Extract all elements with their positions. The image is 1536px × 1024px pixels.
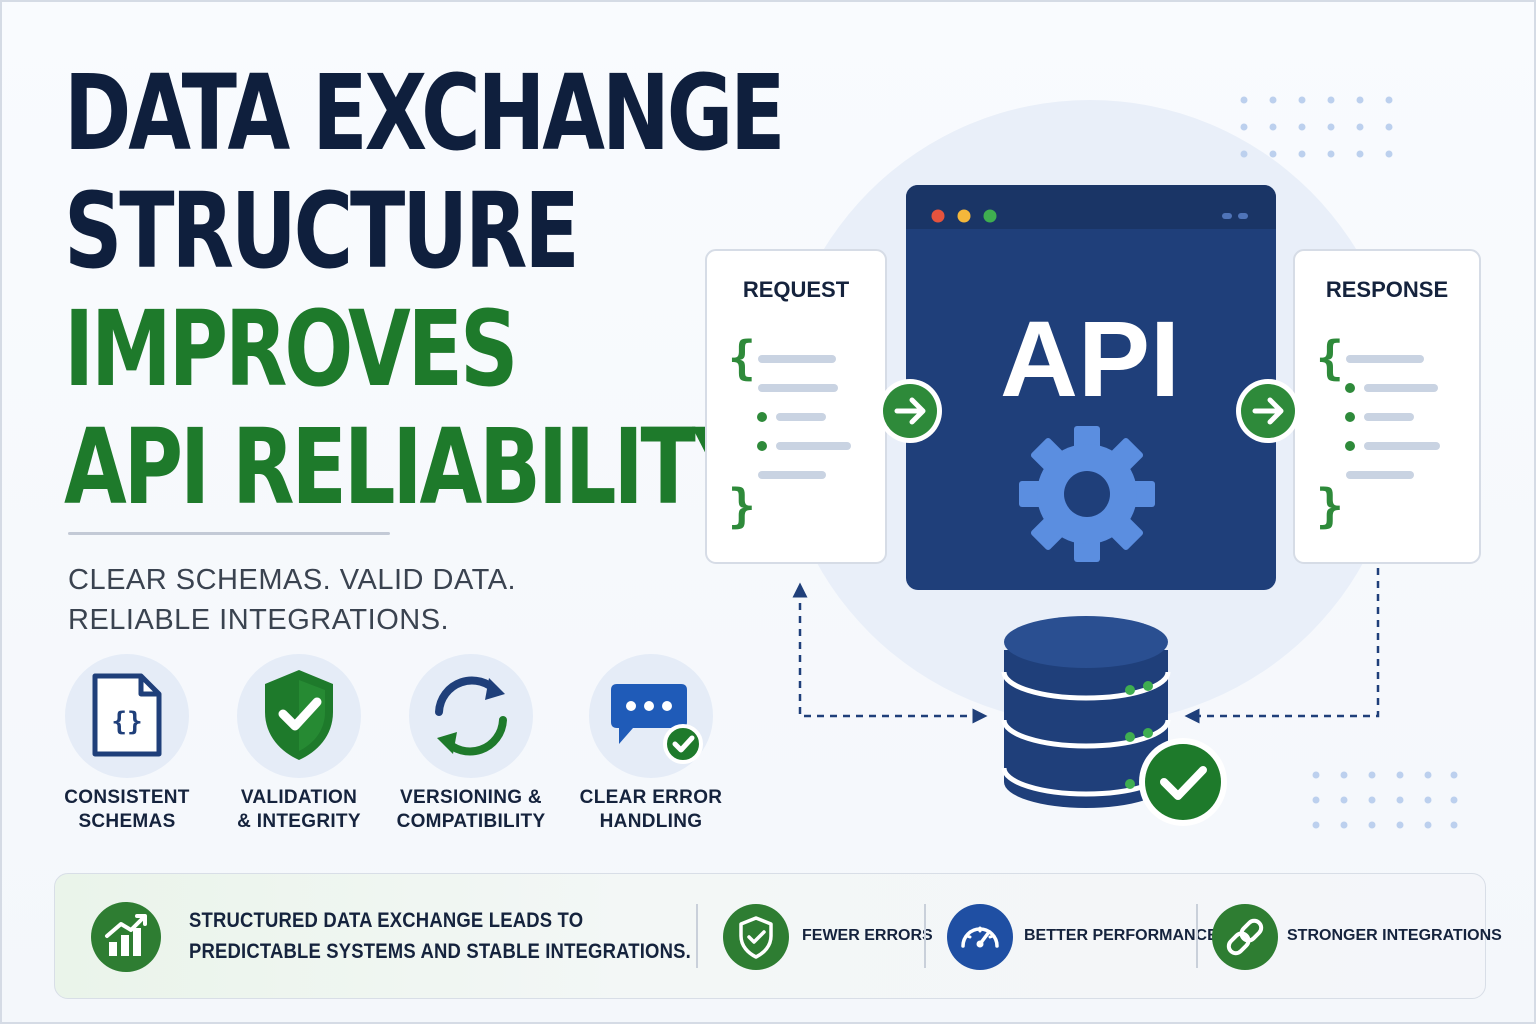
response-brace-open: { <box>1316 331 1344 385</box>
headline-line-4: API RELIABILITY <box>64 406 751 528</box>
sync-arrows-icon <box>409 654 533 778</box>
separator <box>696 904 698 968</box>
request-panel: REQUEST { } <box>705 249 887 564</box>
schema-document-icon: {} <box>65 654 189 778</box>
benefit-stronger-integrations: STRONGER INTEGRATIONS <box>1287 927 1502 944</box>
summary-line-1: STRUCTURED DATA EXCHANGE LEADS TO <box>189 909 584 932</box>
response-panel: RESPONSE { } <box>1293 249 1481 564</box>
speedometer-icon <box>947 904 1013 970</box>
summary-statement: STRUCTURED DATA EXCHANGE LEADS TO PREDIC… <box>189 905 709 967</box>
api-label: API <box>1000 298 1180 419</box>
api-flow-diagram: API REQUEST { <box>705 96 1481 829</box>
feature-label-line-2: HANDLING <box>599 811 703 832</box>
subheadline: CLEAR SCHEMAS. VALID DATA. RELIABLE INTE… <box>68 560 628 640</box>
request-to-api-arrow-icon <box>878 379 942 443</box>
headline-line-3: IMPROVES <box>64 288 518 410</box>
request-return-flow <box>792 582 988 724</box>
response-brace-close: } <box>1316 479 1344 533</box>
window-minimize-dot <box>957 209 971 223</box>
dot-grid-bottom-right <box>1312 771 1458 829</box>
chat-check-icon <box>589 654 713 778</box>
shield-check-icon <box>723 904 789 970</box>
feature-validation-integrity: VALIDATION & INTEGRITY <box>204 654 394 834</box>
request-title: REQUEST <box>743 277 850 302</box>
window-maximize-dot <box>983 209 997 223</box>
dot-grid-top-right <box>1240 96 1393 158</box>
feature-label-line-1: CONSISTENT <box>64 787 190 808</box>
request-brace-close: } <box>728 479 756 533</box>
response-return-flow <box>1184 568 1380 724</box>
api-window: API <box>906 185 1276 590</box>
feature-label-line-1: VALIDATION <box>240 787 358 808</box>
summary-bar: STRUCTURED DATA EXCHANGE LEADS TO PREDIC… <box>54 873 1502 999</box>
divider-rule <box>68 532 390 535</box>
feature-label-line-1: VERSIONING & <box>400 787 542 808</box>
success-check-icon <box>1139 738 1227 826</box>
summary-line-2: PREDICTABLE SYSTEMS AND STABLE INTEGRATI… <box>189 940 691 963</box>
window-close-dot <box>931 209 945 223</box>
feature-versioning-compatibility: VERSIONING & COMPATIBILITY <box>376 654 566 834</box>
feature-label-line-1: CLEAR ERROR <box>579 787 723 808</box>
feature-clear-error-handling: CLEAR ERROR HANDLING <box>556 654 746 834</box>
svg-text:{}: {} <box>111 707 142 737</box>
api-to-response-arrow-icon <box>1236 379 1300 443</box>
link-icon <box>1212 904 1278 970</box>
gear-icon <box>1019 426 1155 562</box>
shield-check-icon <box>237 654 361 778</box>
headline-line-1: DATA EXCHANGE <box>64 52 786 174</box>
feature-label-line-2: SCHEMAS <box>78 811 176 832</box>
response-title: RESPONSE <box>1326 277 1448 302</box>
headline-line-2: STRUCTURE <box>64 170 580 292</box>
separator <box>924 904 926 968</box>
benefit-better-performance: BETTER PERFORMANCE <box>1024 927 1218 944</box>
database-icon <box>1001 616 1171 808</box>
subheadline-line-2: RELIABLE INTEGRATIONS. <box>68 604 450 636</box>
headline: DATA EXCHANGE STRUCTURE IMPROVES API REL… <box>64 52 786 528</box>
benefit-fewer-errors: FEWER ERRORS <box>802 927 933 944</box>
feature-label-line-2: COMPATIBILITY <box>396 811 546 832</box>
separator <box>1196 904 1198 968</box>
feature-label-line-2: & INTEGRITY <box>237 811 361 832</box>
growth-chart-icon <box>91 902 161 972</box>
subheadline-line-1: CLEAR SCHEMAS. VALID DATA. <box>68 564 517 596</box>
feature-consistent-schemas: {} CONSISTENT SCHEMAS <box>32 654 222 834</box>
request-brace-open: { <box>728 331 756 385</box>
